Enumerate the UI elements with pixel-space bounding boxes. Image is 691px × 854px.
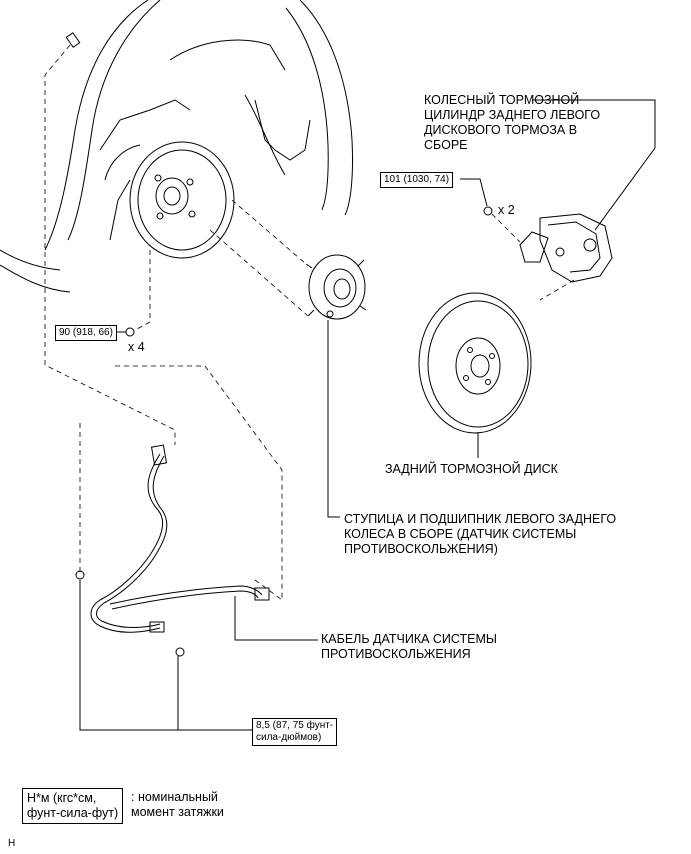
cable-torque-box: 8,5 (87, 75 фунт- сила-дюймов) <box>252 718 338 746</box>
hub-bolt-qty: x 4 <box>128 340 145 354</box>
legend-torque-units: Н*м (кгс*см, фунт-сила-фут) <box>22 788 124 824</box>
hub-torque-box: 90 (918, 66) <box>55 325 117 341</box>
disc-label: ЗАДНИЙ ТОРМОЗНОЙ ДИСК <box>385 462 558 476</box>
brake-disc-drawing <box>418 292 532 434</box>
caliper-torque-box: 101 (1030, 74) <box>380 172 454 188</box>
caliper-label: КОЛЕСНЫЙ ТОРМОЗНОЙ ЦИЛИНДР ЗАДНЕГО ЛЕВОГ… <box>424 93 601 152</box>
backing-plate-drawing <box>129 141 235 259</box>
hub-label: СТУПИЦА И ПОДШИПНИК ЛЕВОГО ЗАДНЕГО КОЛЕС… <box>344 512 617 556</box>
caliper-drawing <box>519 213 613 283</box>
hub-bearing-drawing <box>305 254 367 320</box>
wheel-arch-drawing <box>0 0 353 293</box>
sensor-cable-label: КАБЕЛЬ ДАТЧИКА СИСТЕМЫ ПРОТИВОСКОЛЬЖЕНИЯ <box>321 632 497 661</box>
drawing-code: H <box>8 838 16 849</box>
legend-description: : номинальный момент затяжки <box>131 790 224 819</box>
sensor-cable-drawing <box>90 444 270 633</box>
caliper-bolt-qty: x 2 <box>498 203 515 217</box>
